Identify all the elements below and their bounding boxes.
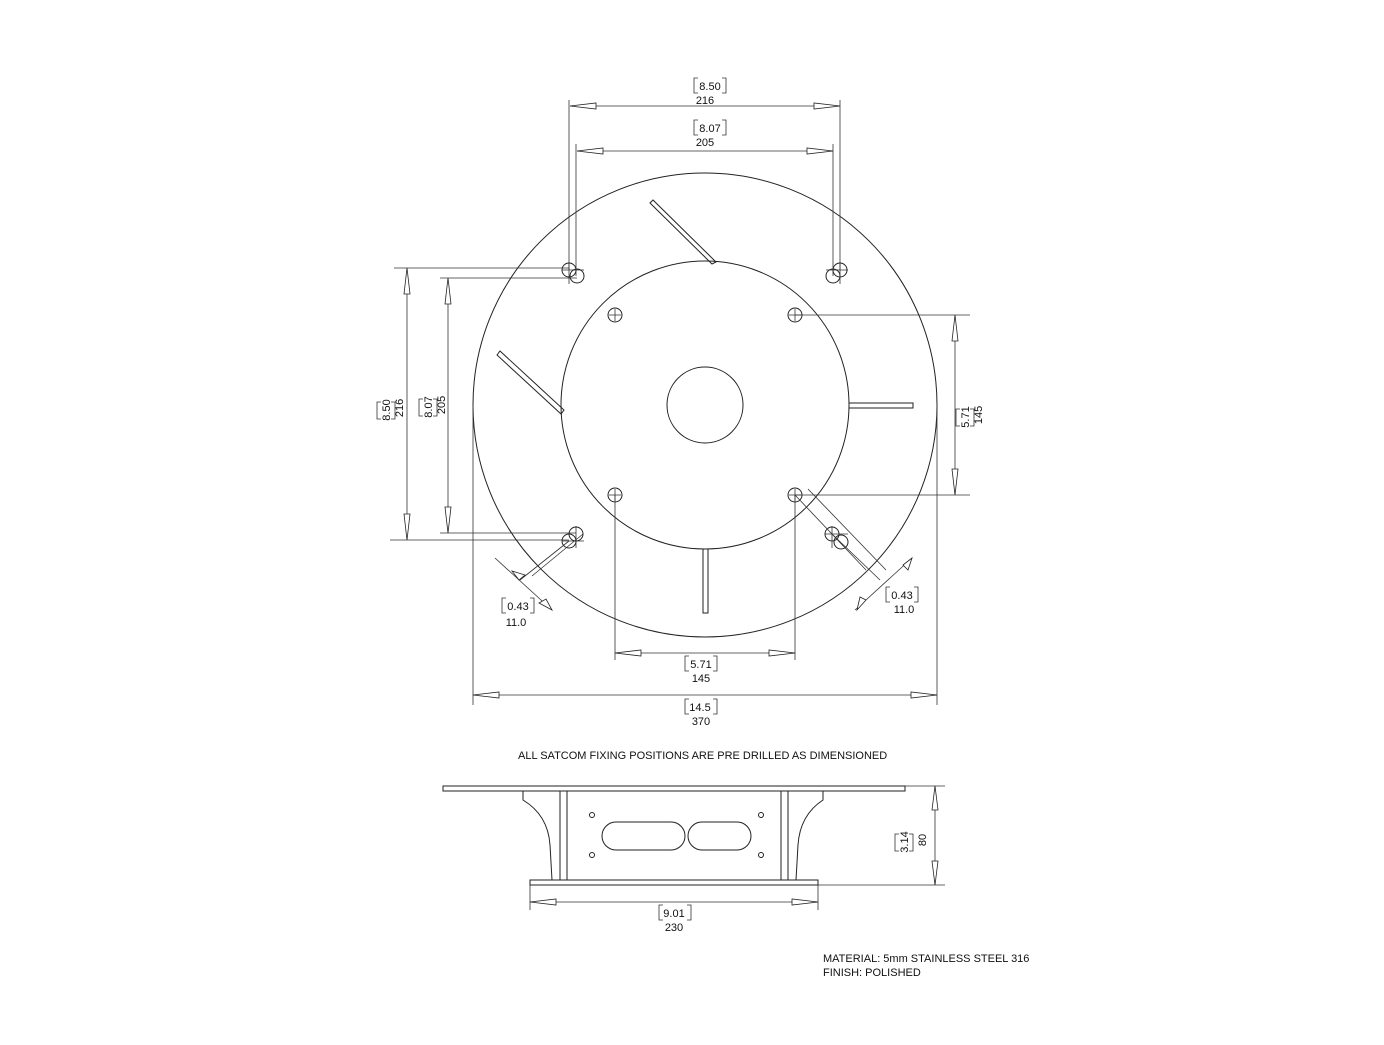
cable-slot [687,821,752,851]
top-plate [442,785,906,792]
svg-text:9.01: 9.01 [663,908,684,920]
svg-text:11.0: 11.0 [894,604,915,616]
center-bore [666,366,744,444]
svg-text:8.07: 8.07 [423,396,435,417]
dimension-labels: 8.50 216 8.07 205 8.50 216 8.07 205 5.71 [376,77,985,728]
svg-text:0.43: 0.43 [891,590,912,602]
svg-text:11.0: 11.0 [506,617,527,629]
svg-text:370: 370 [692,716,710,728]
svg-text:3.14: 3.14 [899,831,911,852]
svg-text:5.71: 5.71 [690,659,711,671]
svg-text:8.07: 8.07 [699,123,720,135]
dim-right-pcd: 5.71 145 [955,406,985,428]
dim-slot-right: 0.43 11.0 [885,586,919,616]
mounting-hole [607,307,623,323]
svg-text:216: 216 [394,399,406,417]
side-view: 3.14 80 9.01 230 [442,785,945,934]
base-plate [529,879,819,886]
dim-slot-left: 0.43 11.0 [501,597,535,629]
dim-side-width: 9.01 230 [658,904,692,934]
dim-left-inner: 8.07 205 [418,396,448,418]
dim-bottom-pcd: 5.71 145 [684,655,718,685]
pcd-holes [607,307,803,503]
dimension-lines [403,102,959,699]
svg-text:5.71: 5.71 [960,406,972,427]
cable-slot [601,821,686,851]
svg-text:145: 145 [973,406,985,424]
dim-side-height: 3.14 80 [894,831,929,853]
svg-text:8.50: 8.50 [699,81,720,93]
svg-text:14.5: 14.5 [689,702,710,714]
fixing-note: ALL SATCOM FIXING POSITIONS ARE PRE DRIL… [518,750,888,762]
dim-top-inner: 8.07 205 [693,119,727,149]
material-note: MATERIAL: 5mm STAINLESS STEEL 316 [823,953,1030,965]
dim-left-outer: 8.50 216 [376,399,406,421]
svg-text:205: 205 [436,396,448,414]
finish-note: FINISH: POLISHED [823,967,921,979]
inner-plate-circle [560,260,850,550]
plan-view: 8.50 216 8.07 205 8.50 216 8.07 205 5.71 [376,77,985,728]
extension-lines [390,100,970,705]
svg-text:0.43: 0.43 [507,601,528,613]
svg-text:216: 216 [696,95,714,107]
slot-leaders [494,488,913,612]
radial-ribs [496,199,914,614]
svg-text:230: 230 [665,922,683,934]
dim-top-outer: 8.50 216 [693,77,727,107]
svg-text:145: 145 [692,673,710,685]
dim-overall-diameter: 14.5 370 [684,698,718,728]
svg-text:205: 205 [696,137,714,149]
svg-text:80: 80 [917,834,929,846]
svg-text:8.50: 8.50 [381,399,393,420]
